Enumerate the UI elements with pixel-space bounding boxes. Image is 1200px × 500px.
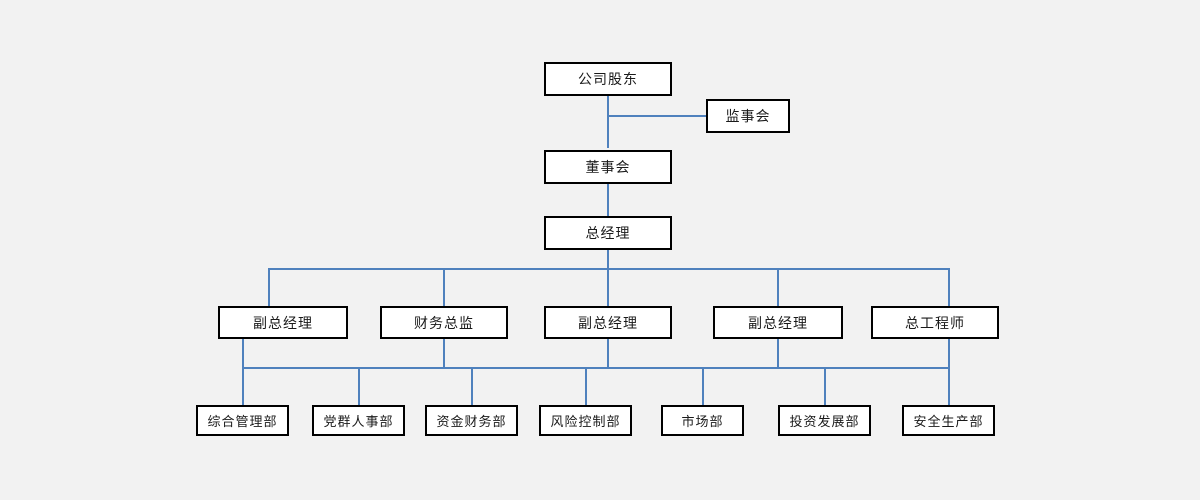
node-dept-investment-dev-label: 投资发展部 — [789, 414, 860, 429]
node-board-label: 董事会 — [585, 161, 631, 176]
node-dept-party-hr-label: 党群人事部 — [323, 414, 394, 429]
node-dept-marketing-label: 市场部 — [681, 414, 724, 429]
node-dept-marketing[interactable]: 市场部 — [661, 405, 744, 436]
node-chief-engineer[interactable]: 总工程师 — [871, 306, 999, 339]
node-general-manager-label: 总经理 — [585, 227, 631, 242]
connector-shareholders-to-board — [607, 94, 609, 148]
node-deputy-gm-3[interactable]: 副总经理 — [713, 306, 843, 339]
connector-bus-to-dgm3 — [777, 268, 779, 306]
connector-bus-to-dept7 — [948, 367, 950, 405]
connector-dgm1-down — [242, 339, 244, 368]
node-cfo-label: 财务总监 — [414, 316, 474, 332]
node-dept-general-admin[interactable]: 综合管理部 — [196, 405, 289, 436]
connector-chiefeng-down — [948, 339, 950, 368]
node-supervisors-label: 监事会 — [725, 110, 771, 125]
node-dept-funds-finance-label: 资金财务部 — [436, 414, 507, 429]
connector-bus-to-dept2 — [358, 367, 360, 405]
connector-bus-to-chiefeng — [948, 268, 950, 306]
connector-bus-to-dept4 — [585, 367, 587, 405]
node-dept-general-admin-label: 综合管理部 — [207, 414, 278, 429]
connector-bus-to-dept3 — [471, 367, 473, 405]
node-dept-risk-control-label: 风险控制部 — [550, 414, 621, 429]
connector-bus-level4 — [268, 268, 950, 270]
connector-bus-to-cfo — [443, 268, 445, 306]
node-deputy-gm-2-label: 副总经理 — [578, 316, 638, 332]
node-chief-engineer-label: 总工程师 — [905, 316, 965, 332]
connector-gm-to-bus — [607, 250, 609, 270]
node-cfo[interactable]: 财务总监 — [380, 306, 508, 339]
connector-bus-to-dgm1 — [268, 268, 270, 306]
connector-bus-to-dept5 — [702, 367, 704, 405]
connector-bus-to-dept6 — [824, 367, 826, 405]
node-general-manager[interactable]: 总经理 — [544, 216, 672, 250]
connector-board-to-gm — [607, 184, 609, 216]
node-dept-safety-production[interactable]: 安全生产部 — [902, 405, 995, 436]
connector-bus-level5 — [242, 367, 950, 369]
connector-shareholders-to-supervisors — [607, 115, 711, 117]
node-shareholders-label: 公司股东 — [578, 73, 638, 88]
node-dept-party-hr[interactable]: 党群人事部 — [312, 405, 405, 436]
node-board[interactable]: 董事会 — [544, 150, 672, 184]
node-deputy-gm-2[interactable]: 副总经理 — [544, 306, 672, 339]
node-dept-risk-control[interactable]: 风险控制部 — [539, 405, 632, 436]
connector-bus-to-dept1 — [242, 367, 244, 405]
node-dept-investment-dev[interactable]: 投资发展部 — [778, 405, 871, 436]
connector-bus-to-dgm2 — [607, 268, 609, 306]
node-supervisors[interactable]: 监事会 — [706, 99, 790, 133]
connector-cfo-down — [443, 339, 445, 368]
connector-dgm3-down — [777, 339, 779, 368]
node-dept-safety-production-label: 安全生产部 — [913, 414, 984, 429]
connector-dgm2-down — [607, 339, 609, 368]
node-deputy-gm-1[interactable]: 副总经理 — [218, 306, 348, 339]
node-shareholders[interactable]: 公司股东 — [544, 62, 672, 96]
node-deputy-gm-3-label: 副总经理 — [748, 316, 808, 332]
node-deputy-gm-1-label: 副总经理 — [253, 316, 313, 332]
node-dept-funds-finance[interactable]: 资金财务部 — [425, 405, 518, 436]
